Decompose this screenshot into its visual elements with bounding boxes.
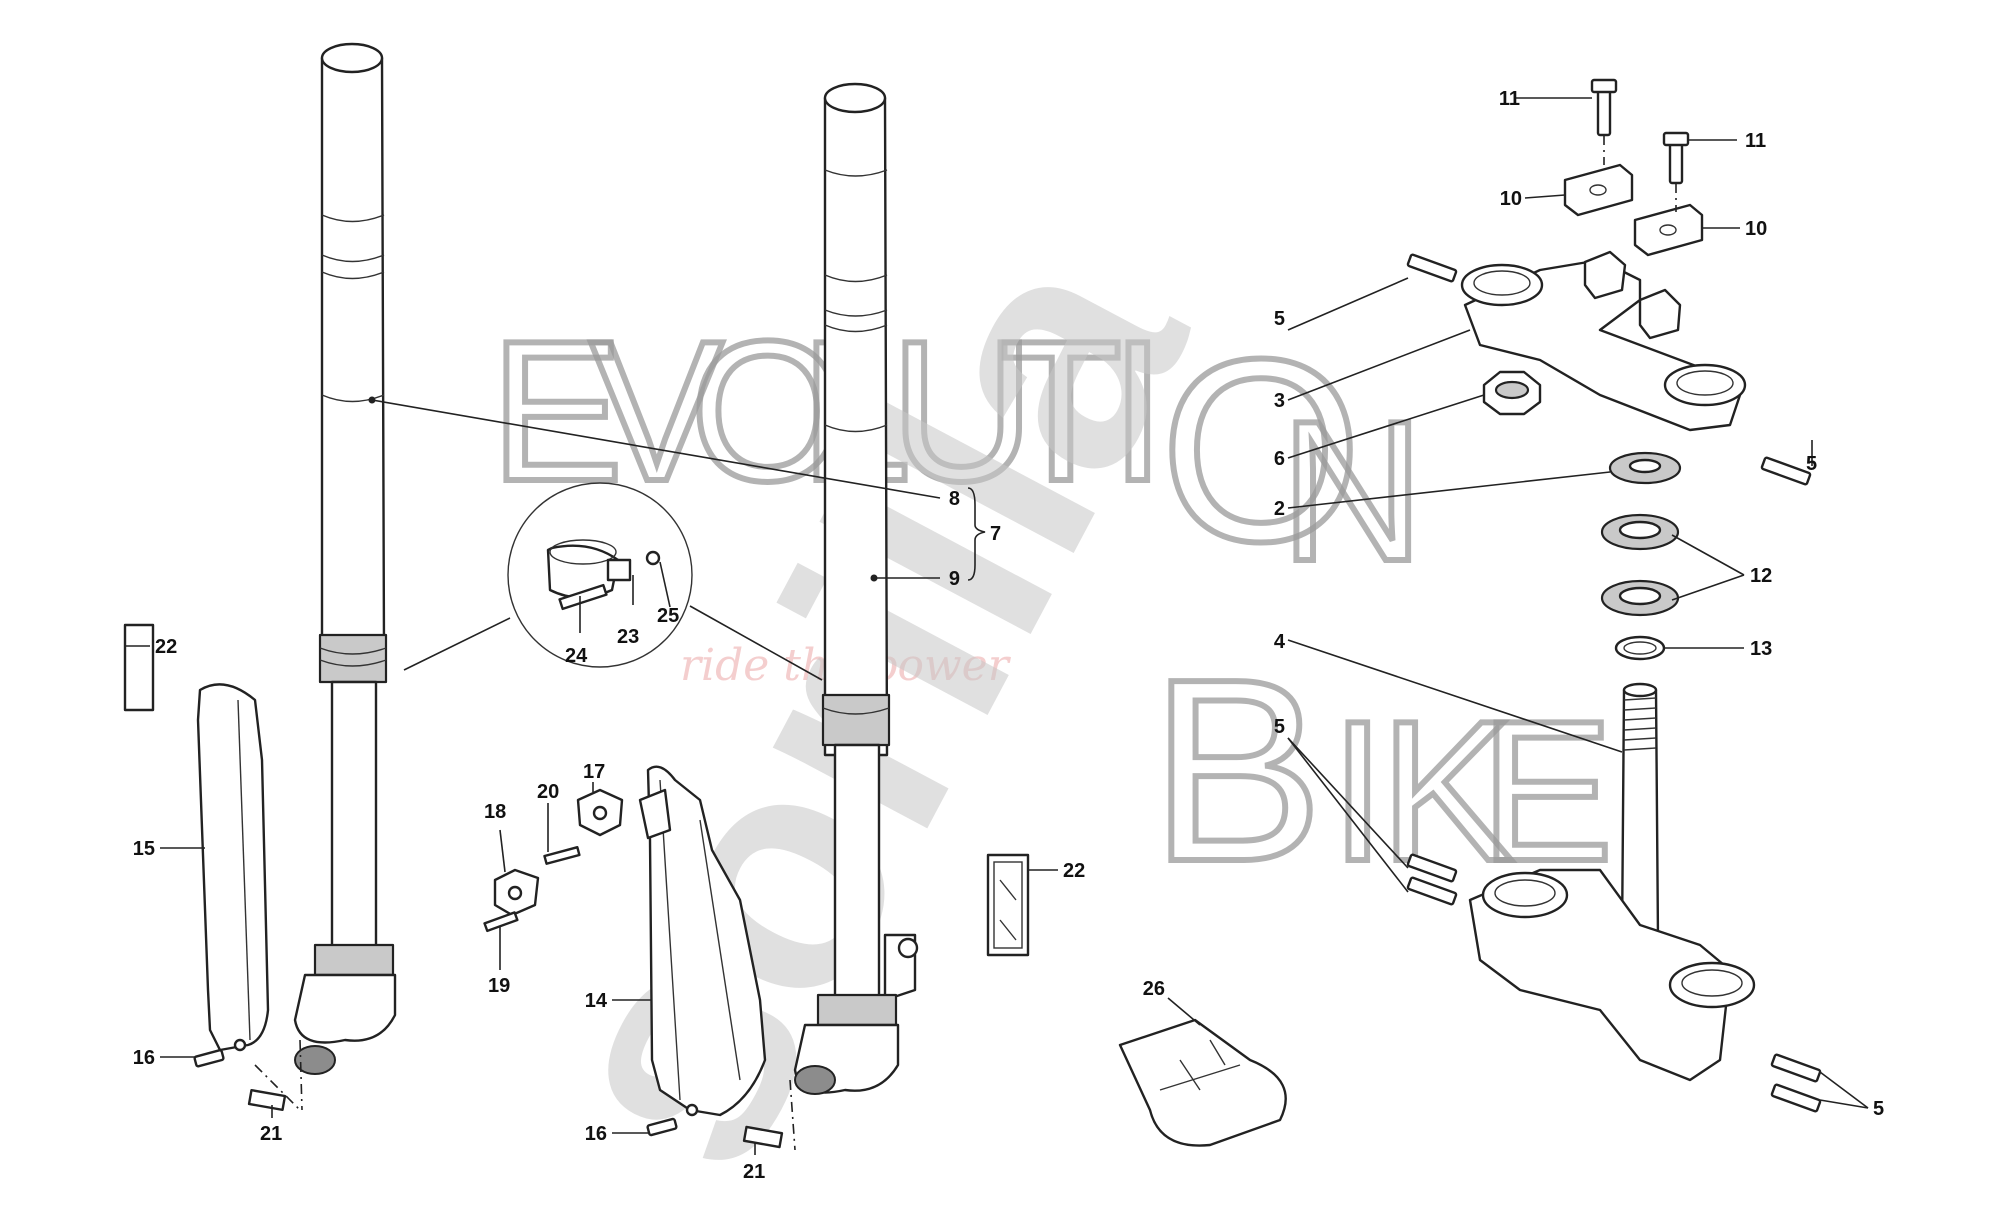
callout-labels: 11 11 10 10 5 3 6 2 5 12 13 4 5 5 26 8 7… xyxy=(133,88,1884,1183)
wm-letter-v: V xyxy=(590,300,723,523)
handlebar-clamps xyxy=(1563,163,1704,257)
callout-18: 18 xyxy=(484,801,506,823)
wm-letter-o: O xyxy=(690,300,846,523)
callout-23: 23 xyxy=(617,626,639,648)
stem-washer xyxy=(1608,451,1682,485)
cable-clamp-parts xyxy=(483,788,624,933)
wm-letter-e: E xyxy=(490,300,623,523)
lower-triple-clamp xyxy=(1406,682,1822,1113)
fork-guard-right xyxy=(638,765,767,1117)
callout-11-right: 11 xyxy=(1745,130,1766,152)
fork-leg-right xyxy=(793,82,919,1095)
wm-letter-t: T xyxy=(1000,300,1122,523)
callout-24: 24 xyxy=(565,645,588,667)
wm-letter-i: I xyxy=(1110,300,1166,523)
callout-15: 15 xyxy=(133,838,155,860)
callout-25: 25 xyxy=(657,605,679,627)
clamp-bolts xyxy=(1406,78,1812,486)
callout-11-left: 11 xyxy=(1499,88,1520,110)
wm-letter-n: N xyxy=(1280,380,1424,603)
callout-14: 14 xyxy=(585,990,608,1012)
callout-19: 19 xyxy=(488,975,510,997)
callout-4: 4 xyxy=(1274,631,1286,653)
callout-22-left: 22 xyxy=(155,636,177,658)
callout-16-right: 16 xyxy=(585,1123,607,1145)
callout-17: 17 xyxy=(583,761,605,783)
leader-lines xyxy=(125,97,1869,1155)
fork-guard-left xyxy=(196,683,270,1052)
wm-letter-u: U xyxy=(890,300,1034,523)
stem-nut xyxy=(1482,370,1542,416)
callout-3: 3 xyxy=(1274,390,1285,412)
callout-13: 13 xyxy=(1750,638,1772,660)
callout-26: 26 xyxy=(1143,978,1165,1000)
callout-5-lower-left: 5 xyxy=(1274,716,1285,738)
decal-right xyxy=(986,853,1030,957)
decal-left xyxy=(123,623,155,712)
bolts-lower-right xyxy=(646,1079,796,1151)
stem-seal xyxy=(1614,635,1666,661)
grease-packet xyxy=(1118,1018,1287,1147)
wm-letter-o2: O xyxy=(1160,306,1362,596)
callout-20: 20 xyxy=(537,781,559,803)
callout-2: 2 xyxy=(1274,498,1285,520)
fork-leg-left xyxy=(293,42,397,1075)
wm-letter-e2: E xyxy=(1480,680,1613,903)
callout-21-right: 21 xyxy=(743,1161,765,1183)
callout-10-right: 10 xyxy=(1745,218,1767,240)
clip-detail-view xyxy=(403,482,823,681)
bolts-lower-left xyxy=(193,1039,303,1112)
callout-6: 6 xyxy=(1274,448,1285,470)
callout-5-lower-right: 5 xyxy=(1873,1098,1884,1120)
watermark: E V O L U T I O N B I K E ride the power… xyxy=(472,188,1617,1221)
callout-8: 8 xyxy=(949,488,960,510)
callout-9: 9 xyxy=(949,568,960,590)
wm-letter-b: B xyxy=(1150,626,1323,916)
callout-16-left: 16 xyxy=(133,1047,155,1069)
callout-22-right: 22 xyxy=(1063,860,1085,882)
callout-7: 7 xyxy=(990,523,1001,545)
callout-5-upper-right: 5 xyxy=(1806,453,1817,475)
watermark-brand: E V O L U T I O N B I K E xyxy=(487,297,1616,919)
stem-bearings xyxy=(1600,513,1680,617)
upper-triple-clamp xyxy=(1460,250,1747,432)
callout-12: 12 xyxy=(1750,565,1772,587)
callout-10-left: 10 xyxy=(1500,188,1522,210)
callout-5-upper-left: 5 xyxy=(1274,308,1285,330)
callout-21-left: 21 xyxy=(260,1123,282,1145)
